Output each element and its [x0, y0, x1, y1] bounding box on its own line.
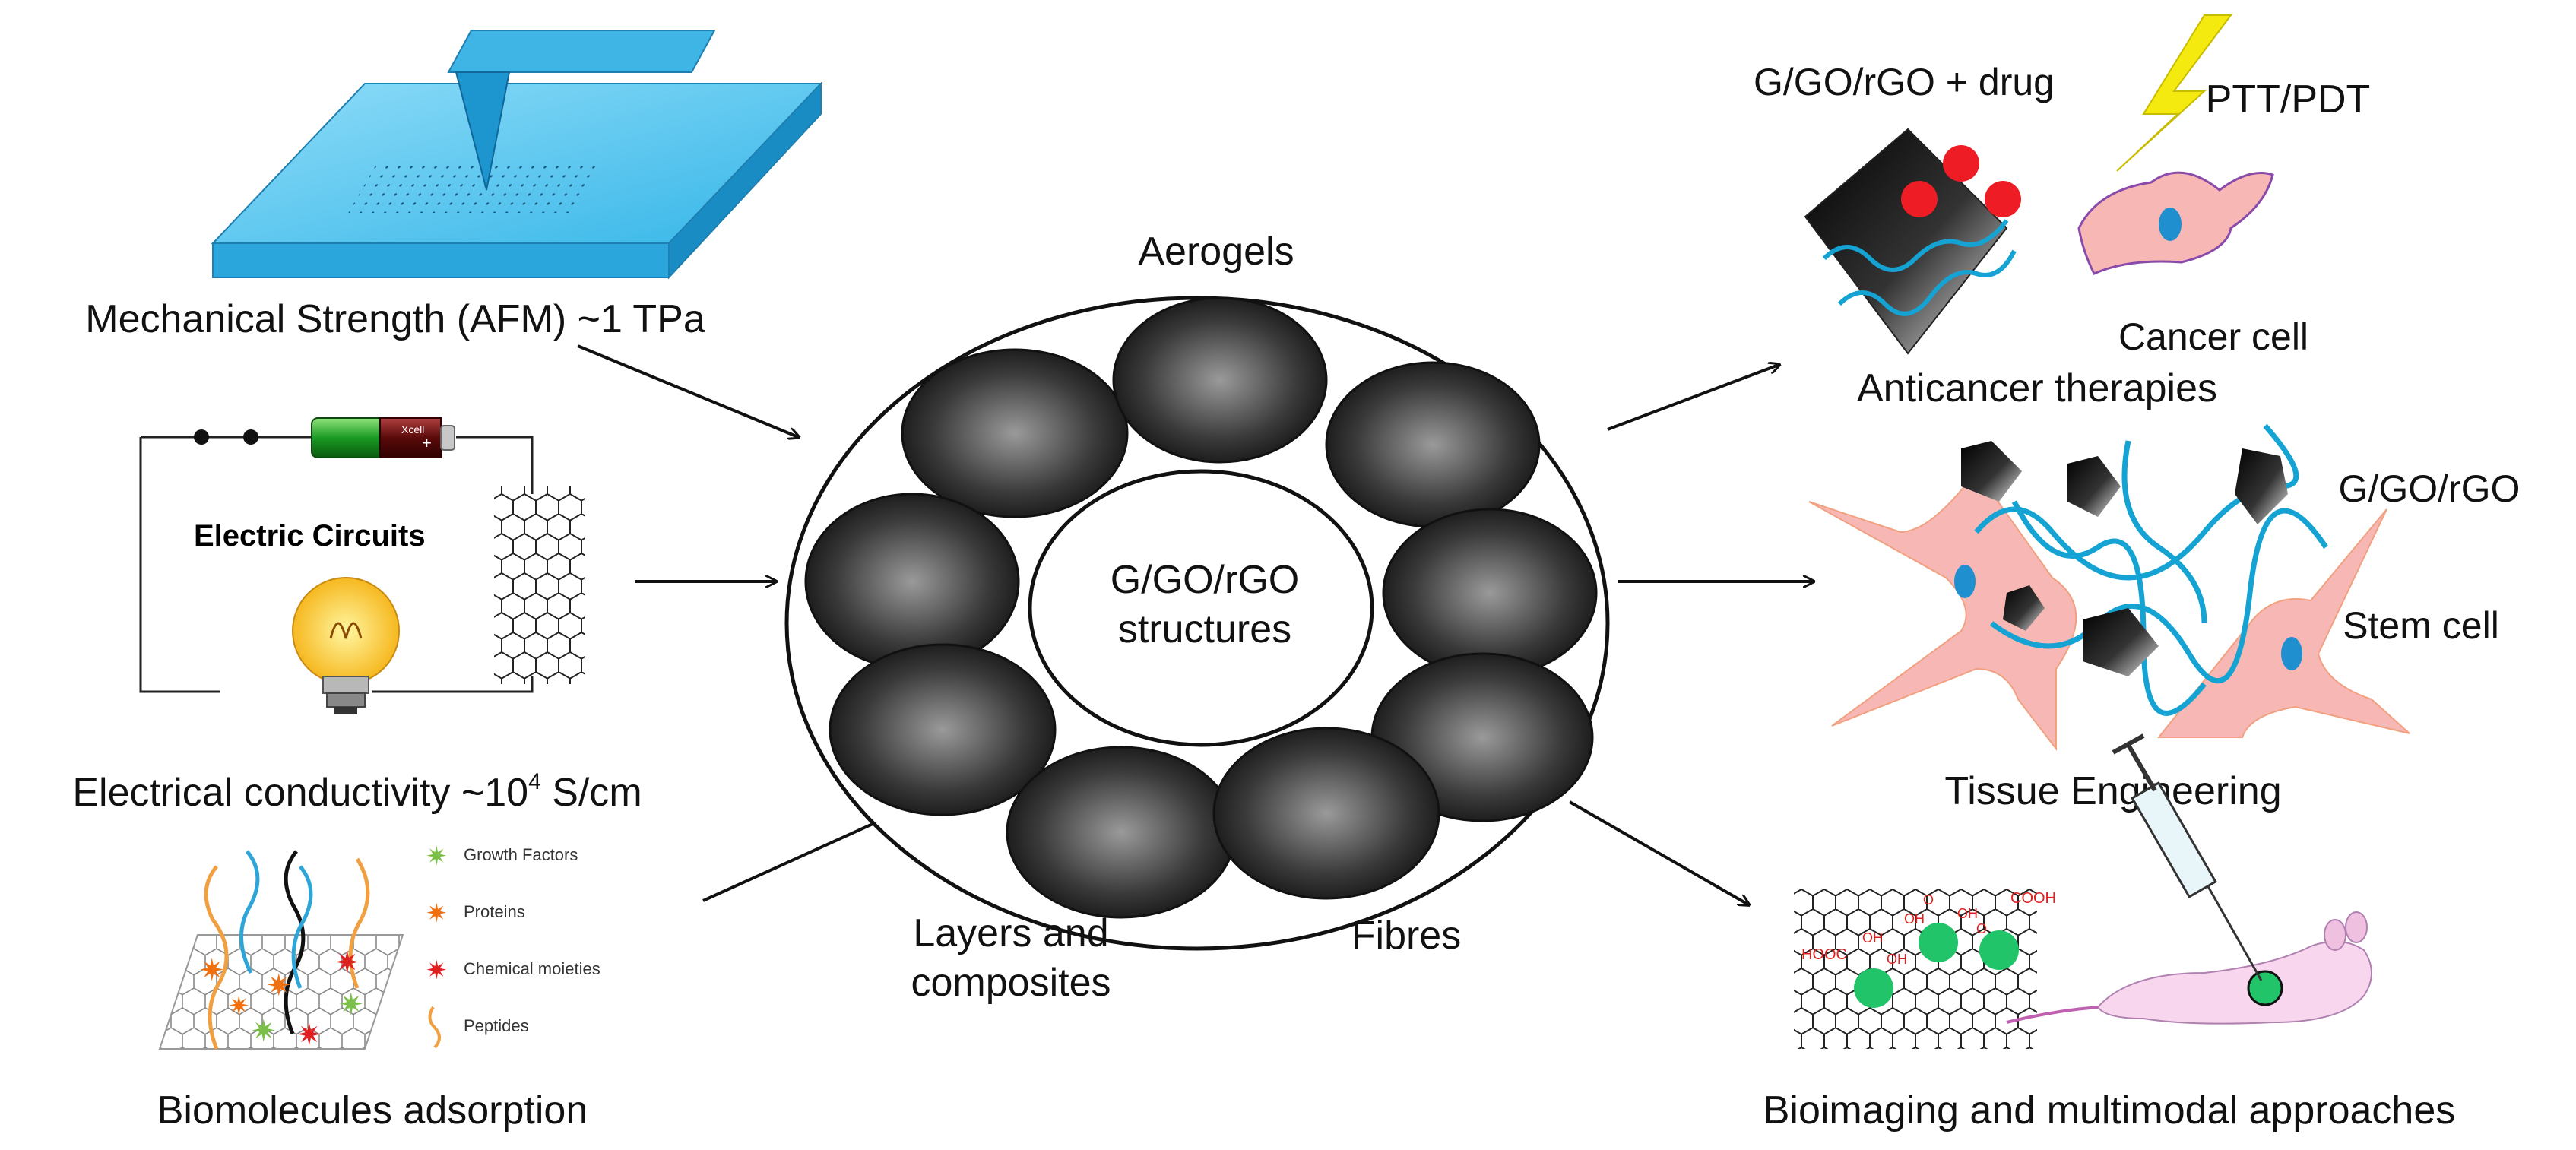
graphene-flake-drug	[1804, 128, 2008, 355]
polymer-chain-2	[1837, 249, 2017, 316]
svg-text:✷: ✷	[338, 987, 364, 1022]
core-label-line2: structures	[1118, 607, 1291, 651]
electrical-conductivity-label: Electrical conductivity ~104 S/cm	[72, 769, 642, 815]
bioimaging-label: Bioimaging and multimodal approaches	[1763, 1088, 2456, 1133]
fluorophore-3	[1854, 968, 1893, 1008]
svg-text:✷: ✷	[228, 991, 250, 1022]
mouse-icon	[2096, 940, 2372, 1025]
ggo-flake-4	[2003, 585, 2045, 631]
arrow-mechanical	[577, 344, 798, 437]
cancer-cell-label: Cancer cell	[2118, 315, 2308, 358]
anticancer-therapies-label: Anticancer therapies	[1857, 366, 2217, 410]
ggo-label: G/GO/rGO	[2339, 467, 2521, 510]
arrow-bioimaging	[1569, 800, 1748, 904]
aerogels-label: Aerogels	[1138, 230, 1294, 274]
bioimaging-illustration: HOOC COOH OH OH OH OH O O	[1794, 733, 2372, 1049]
lightning-icon	[2116, 14, 2232, 172]
svg-text:✷: ✷	[199, 953, 225, 988]
peptide-icon	[428, 1006, 441, 1049]
ggo-flake-5	[2083, 608, 2159, 676]
stem-cell-left	[1808, 470, 2077, 751]
battery-brand: Xcell	[401, 423, 424, 436]
oh-label-3: OH	[1887, 952, 1907, 967]
drug-molecule-3	[1985, 181, 2021, 217]
drug-molecule-1	[1943, 145, 1979, 182]
oh-label-1: OH	[1862, 930, 1883, 946]
biomolecules-adsorption-label: Biomolecules adsorption	[157, 1088, 588, 1133]
sem-layer-3	[1006, 746, 1237, 919]
chemical-moiety-icon: ✷	[426, 955, 448, 986]
graphene-lattice	[494, 486, 585, 684]
tissue-illustration	[1808, 423, 2410, 751]
arrow-anticancer	[1607, 365, 1779, 431]
layers-label-line2: composites	[911, 961, 1111, 1005]
light-bulb-icon	[292, 577, 400, 714]
cooh-label: COOH	[2010, 890, 2056, 907]
fluorophore-2	[1979, 930, 2019, 970]
sem-fibre-1	[1382, 508, 1598, 678]
circuit-illustration: Xcell +	[139, 417, 585, 714]
drug-label: G/GO/rGO + drug	[1754, 61, 2055, 103]
drug-molecule-2	[1901, 181, 1938, 217]
legend-chemical-moieties: Chemical moieties	[464, 959, 600, 978]
legend-proteins: Proteins	[464, 902, 525, 921]
sem-layer-2	[829, 643, 1057, 816]
afm-illustration	[211, 30, 823, 280]
arrow-biomolecules	[702, 809, 905, 902]
svg-text:✷: ✷	[334, 946, 360, 981]
mouse-tail	[2006, 1006, 2099, 1024]
svg-text:✷: ✷	[296, 1018, 322, 1053]
legend-growth-factors: Growth Factors	[464, 845, 578, 864]
fibres-label: Fibres	[1351, 914, 1461, 958]
legend-peptides: Peptides	[464, 1016, 529, 1035]
o-label-2: O	[1976, 921, 1987, 936]
hooc-label: HOOC	[1801, 946, 1847, 963]
protein-icon: ✷	[426, 898, 448, 929]
layers-label-line1: Layers and	[913, 911, 1108, 955]
biomolecule-legend: ✷ Growth Factors ✷ Proteins ✷ Chemical m…	[426, 841, 600, 1049]
sem-images	[804, 296, 1598, 919]
o-label-1: O	[1923, 892, 1934, 908]
sem-aerogel-2	[1112, 296, 1328, 464]
sem-fibre-3	[1212, 727, 1440, 900]
sem-layer-1	[804, 493, 1020, 670]
svg-text:✷: ✷	[251, 1014, 277, 1049]
sem-aerogel-1	[901, 348, 1129, 518]
fluorophore-1	[1919, 923, 1958, 962]
stem-cell-left-nucleus	[1954, 565, 1976, 598]
syringe-icon	[2112, 733, 2263, 981]
tissue-engineering-label: Tissue Engineering	[1944, 769, 2281, 813]
fluorescent-spot	[2247, 970, 2283, 1006]
ptt-pdt-label: PTT/PDT	[2206, 78, 2371, 122]
stem-cell-label: Stem cell	[2343, 604, 2499, 647]
ggo-flake-3	[2235, 448, 2288, 524]
mechanical-strength-label: Mechanical Strength (AFM) ~1 TPa	[85, 297, 705, 341]
oh-label-2: OH	[1904, 911, 1925, 927]
ggo-flake-1	[1961, 441, 2022, 502]
polymer-chain-1	[1822, 219, 2009, 272]
stem-cell-right-nucleus	[2281, 637, 2302, 670]
electric-circuits-label: Electric Circuits	[194, 519, 426, 553]
svg-text:+: +	[422, 433, 432, 452]
core-label-line1: G/GO/rGO	[1111, 558, 1299, 602]
core-ellipse	[1028, 469, 1374, 747]
svg-text:✷: ✷	[266, 968, 292, 1003]
battery-icon: Xcell +	[311, 417, 455, 458]
sem-aerogel-3	[1325, 361, 1541, 528]
oh-label-4: OH	[1957, 906, 1978, 921]
growth-factor-icon: ✷	[426, 841, 448, 872]
ggo-flake-2	[2067, 456, 2121, 517]
biomolecule-illustration: ✷ ✷ ✷ ✷ ✷ ✷ ✷	[158, 850, 404, 1053]
cancer-cell-nucleus	[2159, 208, 2182, 241]
